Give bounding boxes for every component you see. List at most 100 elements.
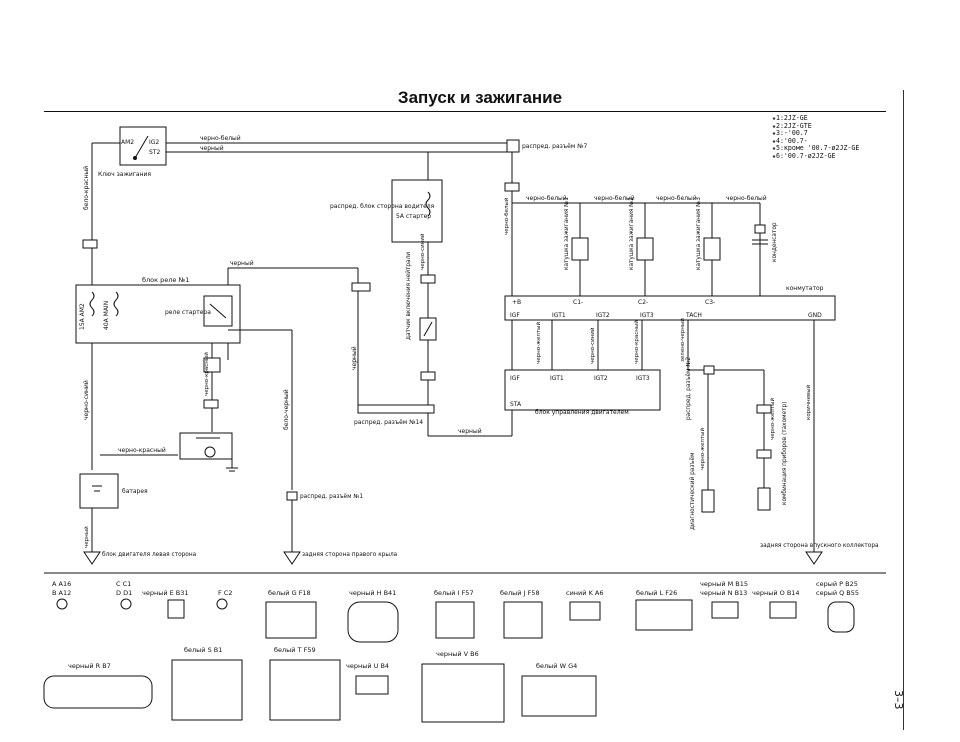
connector-label: черный E B31 — [142, 589, 189, 597]
connector-label: черный N B13 — [700, 589, 747, 597]
igniter: +B C1- C2- C3- IGF IGT1 IGT2 IGT3 TACH G… — [504, 285, 836, 321]
conn1-label: распред. разъём №1 — [300, 494, 363, 500]
connector-label: черный U B4 — [346, 662, 389, 670]
connector-catalog: A A16 B A12 C C1 D D1 черный E B31 F C2 … — [43, 580, 859, 723]
combo-label: комбинация приборов (тахометр) — [782, 402, 788, 505]
wire-label: черно-желтый — [699, 428, 706, 470]
legend-item: ★5:кроме '00.7-ø2JZ-GE — [772, 144, 860, 153]
wire-label: черно-синий — [83, 380, 90, 420]
igniter-pin: C2- — [638, 299, 648, 306]
connector-label: C C1 — [116, 580, 131, 588]
igniter-pin: IGT3 — [640, 312, 654, 319]
fuse-main-label: 40A MAIN — [103, 301, 110, 330]
connector-label: синий K A6 — [566, 589, 603, 597]
connector-label: белый W G4 — [536, 662, 577, 670]
wire-label: бело-красный — [83, 166, 90, 210]
title-rule — [44, 111, 886, 112]
wire-label: черно-синий — [589, 327, 596, 364]
ignition-key: AM2 IG2 ST2 Ключ зажигания — [98, 126, 167, 178]
wire-label: черно-белый — [526, 195, 567, 202]
relay-block: блок реле №1 15A AM2 40A MAIN реле старт… — [75, 276, 241, 344]
ground-label: задняя сторона правого крыла — [302, 552, 398, 558]
connector-label: черный O B14 — [752, 589, 800, 597]
capacitor: конденсатор — [752, 203, 778, 296]
wire-label: черно-желтый — [535, 322, 542, 364]
igniter-pin: IGT1 — [552, 312, 566, 319]
igniter-pin: IGT2 — [596, 312, 610, 319]
connector-label: белый L F26 — [636, 589, 677, 597]
fuse-block: распред. блок сторона водителя 5A старте… — [330, 179, 443, 243]
starter-motor — [179, 432, 233, 460]
ignition-coil-1: катушка зажигания №1 — [564, 197, 589, 296]
coil2-label: катушка зажигания №2 — [629, 197, 635, 270]
wire-label: черный — [458, 428, 482, 435]
legend-item: ★4:'00.7- — [772, 136, 808, 145]
wire-label: зелено-черный — [679, 318, 686, 362]
capacitor-label: конденсатор — [772, 222, 778, 262]
wire-label: коричневый — [805, 384, 812, 420]
wire-label: черно-белый — [503, 197, 510, 235]
margin-line — [903, 90, 904, 730]
legend-item: ★2:2JZ-GTE — [772, 121, 812, 130]
conn14-label: распред. разъём №14 — [354, 419, 423, 426]
wire-label: черно-красный — [633, 320, 640, 364]
igniter-pin: TACH — [685, 312, 702, 319]
ignition-coil-2: катушка зажигания №2 — [629, 197, 654, 296]
connector-label: белый S B1 — [184, 646, 222, 654]
fuse-starter-label: 5A стартер — [396, 213, 431, 220]
connector-label: белый I F57 — [434, 589, 474, 597]
legend-item: ★6:'00.7-ø2JZ-GE — [772, 151, 836, 160]
wire-label: черно-желтый — [769, 398, 776, 440]
connector-label: белый J F58 — [500, 589, 540, 597]
connector-label: D D1 — [116, 589, 132, 597]
key-st2-label: ST2 — [149, 149, 160, 156]
ecu-pin: IGF — [510, 375, 520, 382]
wire-label: черный — [83, 526, 90, 548]
connector-7: распред. разъём №7 — [506, 139, 587, 153]
igniter-pin: GND — [808, 312, 822, 319]
wire-label: черно-белый — [594, 195, 635, 202]
fuse-am2-label: 15A AM2 — [79, 303, 86, 330]
conn7-label: распред. разъём №7 — [522, 143, 587, 150]
coil3-label: катушка зажигания №3 — [696, 197, 702, 270]
connector-label: серый P B25 — [816, 580, 858, 588]
ground-rear-intake: задняя сторона впускного коллектора — [760, 543, 879, 565]
connector-label: черный M B15 — [700, 580, 748, 588]
ground-engine-left: блок двигателя левая сторона — [83, 551, 197, 565]
wire-label: черный — [200, 145, 224, 152]
ground-label: блок двигателя левая сторона — [102, 552, 197, 558]
wire-label: черно-синий — [419, 233, 426, 270]
wire-label: черно-белый — [656, 195, 697, 202]
connector-label: серый Q B55 — [816, 589, 859, 597]
legend-item: ★1:2JZ-GE — [772, 114, 808, 122]
igniter-pin: +B — [512, 299, 521, 306]
battery: батарея — [79, 473, 148, 509]
igniter-pin: IGF — [510, 312, 520, 319]
connector-label: черный R B7 — [68, 662, 111, 670]
ignition-coil-3: катушка зажигания №3 — [696, 197, 721, 296]
coil1-label: катушка зажигания №1 — [564, 197, 570, 270]
key-ig2-label: IG2 — [149, 139, 159, 146]
key-am2-label: AM2 — [121, 139, 134, 146]
ecu-pin: STA — [510, 401, 522, 408]
igniter-pin: C1- — [573, 299, 583, 306]
wire-label: бело-черный — [283, 389, 290, 430]
connector-label: черный H B41 — [349, 589, 396, 597]
wire-label: черно-красный — [118, 447, 166, 454]
ignition-key-label: Ключ зажигания — [98, 171, 151, 178]
diag-label: диагностический разъём — [689, 453, 696, 530]
engine-ecu: IGF IGT1 IGT2 IGT3 STA блок управления д… — [504, 369, 661, 416]
wire-label: черный — [230, 260, 254, 267]
wire-label: черно-белый — [200, 135, 241, 142]
connector-14: распред. разъём №14 — [354, 404, 435, 426]
ecu-pin: IGT2 — [594, 375, 608, 382]
connector-label: B A12 — [52, 589, 71, 597]
ground-label: задняя сторона впускного коллектора — [760, 543, 879, 549]
ground-rear-right: распред. разъём №1 задняя сторона правог… — [283, 491, 398, 565]
neutral-switch-label: датчик включения нейтрали — [405, 252, 412, 340]
connector-label: белый G F18 — [268, 589, 311, 597]
igniter-pin: C3- — [705, 299, 715, 306]
conn2-label: распред. разъём №2 — [686, 357, 692, 420]
connector-label: F C2 — [218, 589, 232, 597]
